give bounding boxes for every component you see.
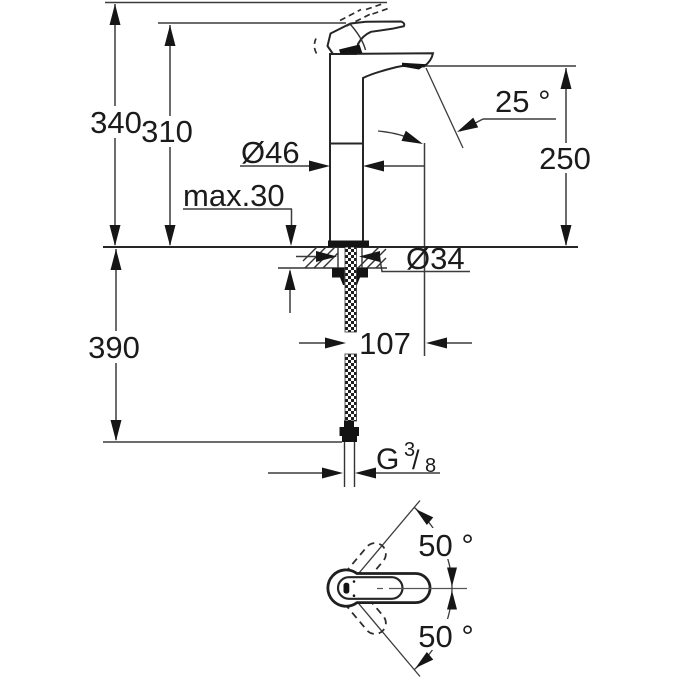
faucet-side-view (313, 2, 435, 247)
aerator-arrow (401, 130, 423, 144)
angle-leader-arrow (457, 117, 479, 132)
dim-swivel-lower: 50 ° (418, 619, 474, 654)
dimension-labels: 340 310 390 250 Ø46 max.30 Ø34 107 25 ° … (87, 84, 594, 654)
dim-body-diameter: Ø46 (241, 135, 300, 170)
supply-hose-upper (344, 246, 357, 333)
lever-raised-ghost (313, 2, 389, 54)
dim-spout-reach: 107 (359, 326, 411, 361)
base-plate (328, 240, 369, 247)
dim-swivel-upper: 50 ° (418, 528, 474, 563)
dim-spout-height: 250 (539, 141, 591, 176)
dim-thread-size: G 3 / 8 (376, 428, 436, 477)
aerator (402, 62, 427, 70)
dim-lever-height: 310 (141, 114, 193, 149)
cartridge-mark (343, 582, 350, 594)
dim-spout-angle: 25 ° (495, 84, 551, 119)
dim-overall-height: 340 (90, 105, 142, 140)
hose-end-fitting (339, 420, 359, 442)
dim-hose-length: 390 (88, 330, 140, 365)
mounting-assembly (332, 246, 368, 487)
faucet-body (329, 52, 435, 247)
dimension-arrows (109, 4, 572, 668)
dim-hole-diameter: Ø34 (406, 241, 465, 276)
lever-handle (326, 20, 406, 55)
supply-hose-lower (344, 353, 357, 422)
dim-deck-thickness: max.30 (183, 178, 285, 213)
counter-section (103, 246, 578, 269)
